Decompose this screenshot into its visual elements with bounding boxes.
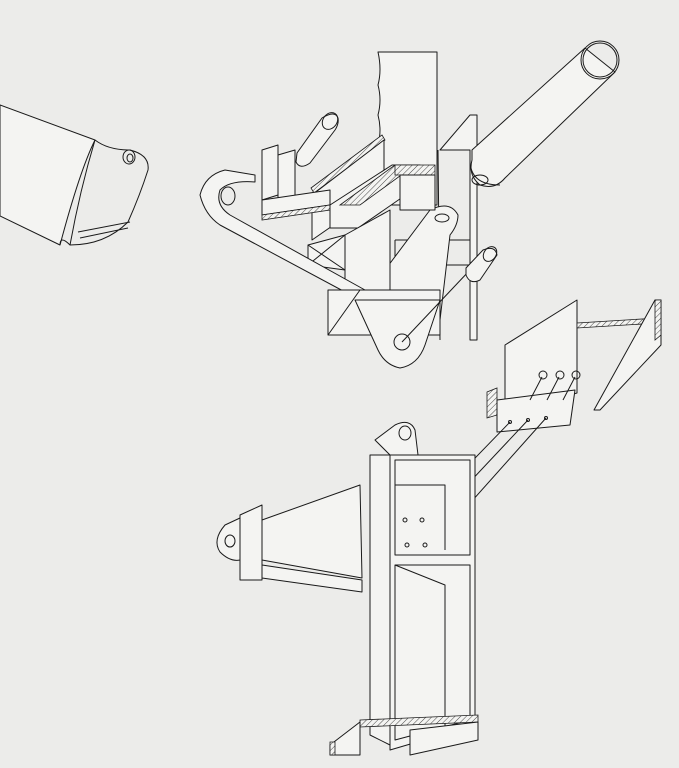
top-assembly-base — [327, 269, 471, 369]
cylinder-left — [0, 104, 149, 246]
pin-right — [465, 246, 498, 283]
tube — [469, 40, 620, 187]
bolts — [529, 370, 581, 401]
i-beam — [414, 299, 662, 549]
pin-top — [295, 112, 339, 167]
column-assembly — [216, 421, 479, 756]
